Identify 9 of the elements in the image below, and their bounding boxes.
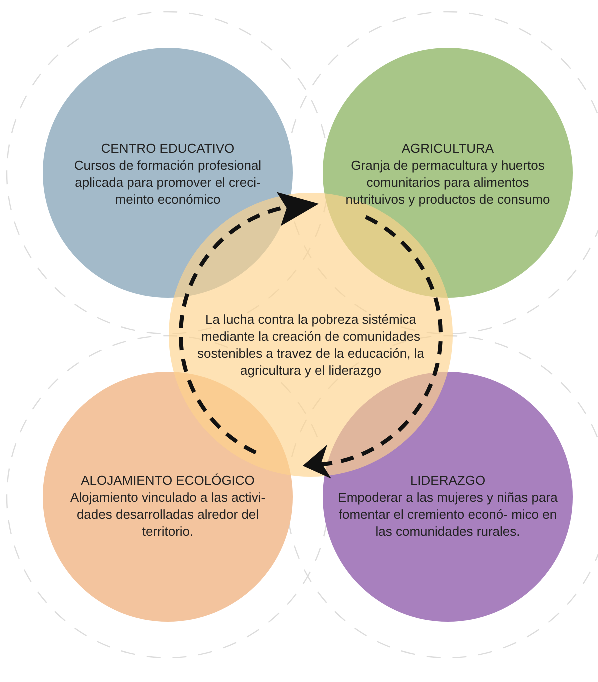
node-description: Cursos de formación profesional aplicada para promover el creci- meinto económico [73, 157, 263, 208]
node-description: Empoderar a las mujeres y niñas para fomentar el cremiento econó- mico en las comunidades rurales. [337, 489, 559, 540]
node-heading: AGRICULTURA [402, 140, 494, 157]
node-description: Alojamiento vinculado a las activi- dades desarrolladas alredor del territorio. [69, 489, 267, 540]
node-heading: ALOJAMIENTO ECOLÓGICO [81, 472, 255, 489]
node-heading: LIDERAZGO [410, 472, 486, 489]
node-heading: CENTRO EDUCATIVO [101, 140, 235, 157]
node-description: La lucha contra la pobreza sistémica mediante la creación de comunidades sostenibles a travez de la educación, la agricultura y el liderazgo [196, 311, 426, 379]
node-description: Granja de permacultura y huertos comunitarios para alimentos nutrituivos y productos de consumo [344, 157, 552, 208]
